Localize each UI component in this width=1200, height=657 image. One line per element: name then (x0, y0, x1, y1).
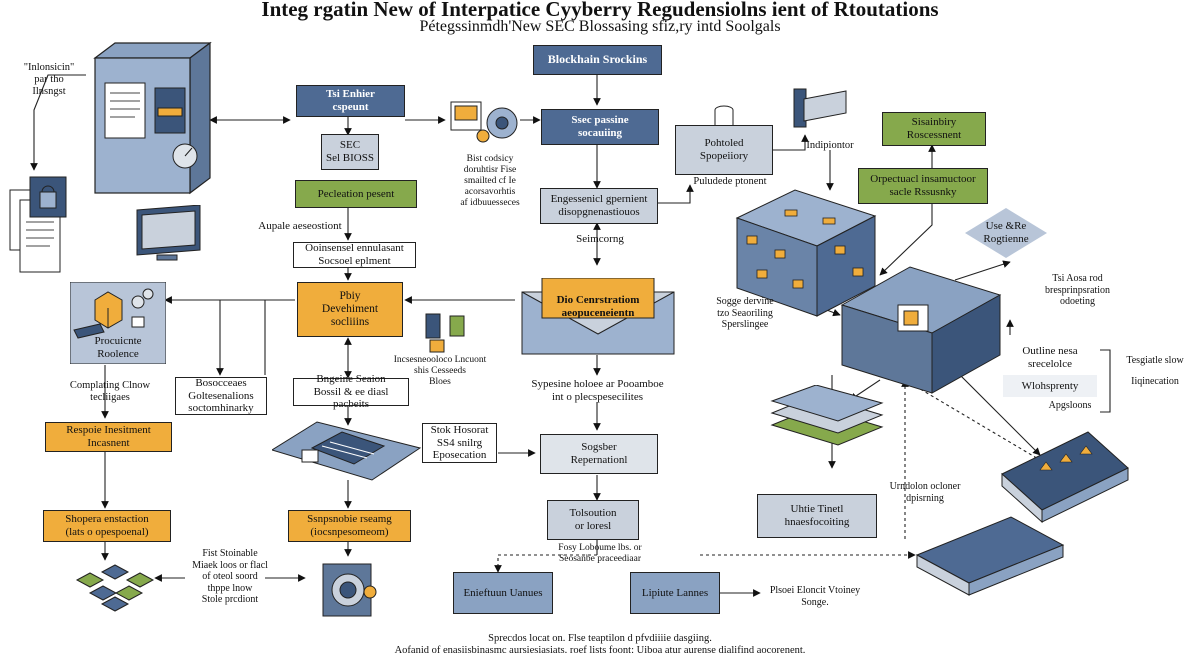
cipher-cube-main-icon (840, 266, 1002, 394)
label-fosy-lobeme: Fosy Loboume lbs. or Seosanbe praceediaa… (558, 543, 642, 564)
card-device-icon (793, 88, 847, 128)
crate-workstation-icon (70, 282, 166, 364)
data-stack-icon (425, 313, 465, 353)
circuit-chip-icon (272, 421, 422, 481)
book-stack-bottom-icon (915, 516, 1065, 596)
box-dio-cenrstratiom: Dio Cenrstratiom aeopuceneientn (556, 294, 640, 319)
box-shopera-enstaction: Shopera enstaction (lats o opespoenal) (43, 510, 171, 542)
connector-dash-diag (904, 379, 1041, 461)
page-title: Integ rgatin New of Interpatice Cyyberry… (261, 0, 939, 21)
connector-note-to-server (30, 74, 86, 171)
label-tsi-aosa-rod: Tsi Aosa rod bresprinpsration odoeting (1045, 273, 1110, 307)
box-sogsber-repernationl: Sogsber Repernationl (540, 434, 658, 474)
label-complating-clnow: Complating Clnow tecliigaes (69, 380, 151, 404)
label-seimcorng: Seimcorng (576, 233, 624, 245)
box-tolsoution: Tolsoution or loresl (547, 500, 639, 540)
box-eniefuun-uanues: Enieftuun Uanues (453, 572, 553, 614)
connector-cube2-to-book (959, 374, 1041, 456)
box-outline-nesa: Outline nesa srecelolce (1003, 340, 1097, 375)
camera-device-icon (322, 563, 377, 617)
box-seec-passine: Ssec passine socauiing (541, 109, 659, 145)
box-pbiy-development: Pbiy Devehiment socliiins (297, 282, 403, 337)
envelope-icon (521, 278, 675, 355)
layer-stack-icon (770, 385, 884, 446)
label-plsoei-eloncit: Plsoei Eloncit Vtoiney Songe. (769, 585, 861, 608)
footer-line-2: Aofanid of enasiisbinasmc aursiesiasiats… (394, 645, 806, 656)
connector-cube-to-use (954, 260, 1011, 281)
box-ooinsensel: Ooinsensel ennulasant Socsoel eplment (293, 242, 416, 268)
label-pohtoled-ptonent: Puludede ptonent (693, 176, 767, 187)
label-aupale-aeseostiont: Aupale aeseostiont (258, 220, 342, 232)
box-respoie-hnemenment: Respoie Inesitment Incasnent (45, 422, 172, 452)
box-sisainbiry: Sisainbiry Roscessnent (882, 112, 986, 146)
connector-dash-left (494, 554, 597, 573)
box-orpectuacl: Orpectuacl insamuctoor sacle Rssusnky (858, 168, 988, 204)
book-stack-right-icon (1001, 431, 1129, 524)
box-bosocceaes: Bosocceaes Goltesenalions soctomhinarky (175, 377, 267, 415)
connector-orp-to-cube (879, 203, 933, 276)
footer-line-1: Sprecdos locat on. Flse teaptilon d pfvd… (488, 633, 712, 644)
connector-eng-to-pohto (657, 184, 694, 204)
label-sypesine-hoblee: Sypesine holoee ar Pooamboe int o plecsp… (531, 378, 664, 403)
box-bngeine-sesion: Bngeine Seaion Bossil & ee diasl pacbeit… (293, 373, 409, 410)
box-wlohsprenty: Wlohsprenty (1003, 375, 1097, 397)
cipher-cube-top-icon (735, 189, 877, 317)
box-procuicnte-roolence: Procuicnte Roolence (94, 335, 142, 360)
box-sec-set: SEC Sel BIOSS (321, 134, 379, 170)
box-uhtie-tinetl: Uhtie Tinetl hnaesfocoiting (757, 494, 877, 538)
box-blockchain-srockins: Blockhain Srockins (533, 45, 662, 75)
box-tsi-enhier: Tsi Enhier cspeunt (296, 85, 405, 117)
box-pohtoled: Pohtoled Spopeiiory (675, 125, 773, 175)
label-incsesneooloco: Incsesneooloco Lncuont shis Cesseeds Blo… (393, 355, 487, 387)
label-tesgiatle-slow: Tesgiatle slow (1126, 355, 1184, 366)
label-fist-stoinable: Fist Stoinable Miaek loos or flacl of ot… (192, 548, 268, 605)
box-lipiute-lannes: Lipiute Lannes (630, 572, 720, 614)
connector-pohto-right (772, 134, 809, 151)
monitor-icon (136, 205, 201, 261)
page-subtitle: Pétegssinmdh'New SEC Blossasing sfiz,ry … (419, 18, 781, 35)
server-cabinet-icon (93, 41, 212, 195)
box-pecleation-pesent: Pecleation pesent (295, 180, 417, 208)
box-ssnpsnobie-rseamg: Ssnpsnobie rseamg (iocsnpesomeom) (288, 510, 411, 542)
label-top-left-note: "Inlonsicin" par tho Ilnsngst (23, 62, 75, 98)
cube-cluster-icon (75, 564, 155, 612)
security-document-icon (9, 176, 67, 273)
label-urndolon-ocloner: Urndolon ocloner dpisrning (889, 481, 961, 504)
label-sogge-dervine: Sogge dervine tzo Seaoriling Sperslingee (716, 296, 774, 330)
box-stok-hosorat: Stok Hosorat SS4 snilrg Eposecation (422, 423, 497, 463)
box-engessenicl: Engessenicl gpernient disopgnenastiouos (540, 188, 658, 224)
label-iiqinecation: Iiqinecation (1131, 376, 1179, 387)
label-apgsloons: Apgsloons (1048, 400, 1092, 411)
connector-outline-bracket (1100, 349, 1111, 413)
label-bist-codsicy: Bist codsicy doruhtisr Fise smailted cf … (460, 154, 520, 208)
label-indipiontor: Indipiontor (806, 140, 854, 151)
gear-process-icon (450, 101, 518, 143)
